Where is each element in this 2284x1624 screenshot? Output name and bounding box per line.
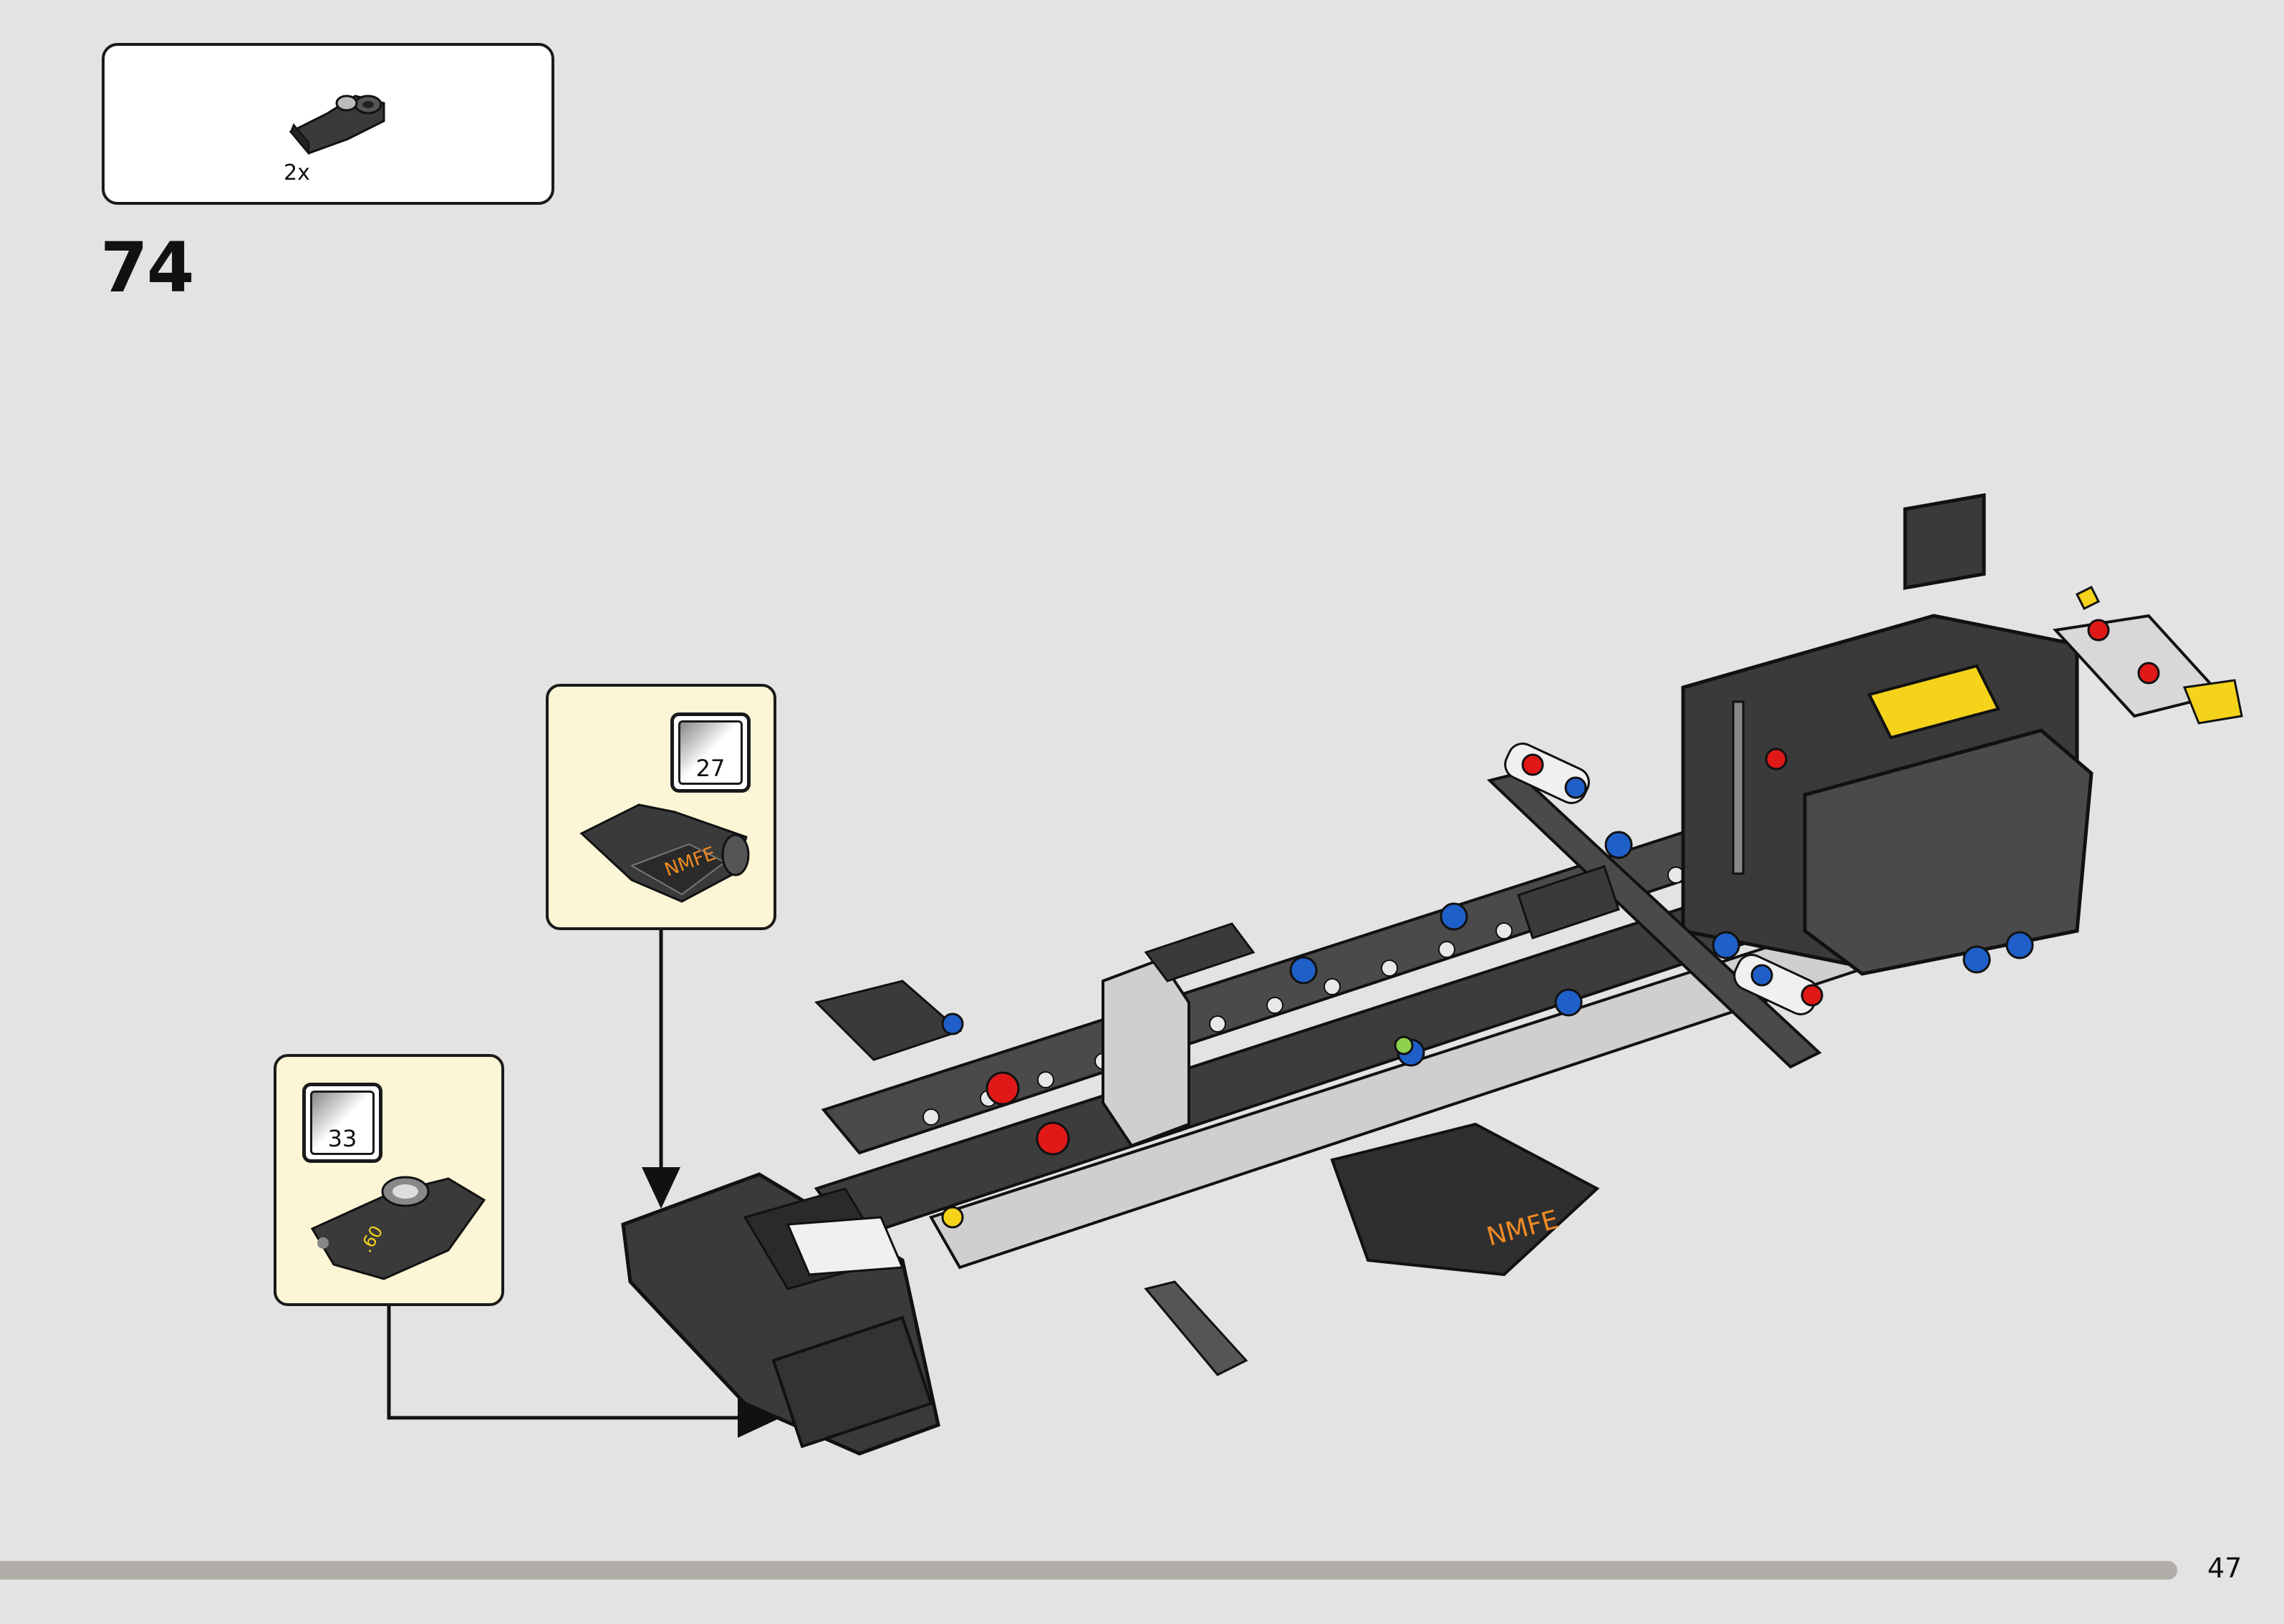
- arrow-callout-27: [642, 930, 680, 1209]
- sticker-number: 27: [695, 755, 726, 782]
- step-number: 74: [100, 228, 195, 308]
- parts-list-box: 2x: [102, 43, 554, 205]
- arrow-callout-33: [387, 1306, 781, 1438]
- progress-bar: [0, 1561, 2177, 1580]
- sticker-callout-33: 33 .60: [274, 1054, 504, 1306]
- part-quantity: 2x: [284, 160, 310, 185]
- sticker-badge: 27: [670, 712, 751, 793]
- technic-connector-part-icon: [289, 95, 385, 155]
- sticker-badge: 33: [302, 1083, 382, 1163]
- sticker-number: 33: [327, 1125, 357, 1152]
- panel-with-sticker-image: NMFE: [579, 803, 750, 903]
- chassis-model: NMFE: [621, 493, 2243, 1456]
- panel-with-sticker-image: .60: [310, 1176, 486, 1280]
- page-number: 47: [2207, 1552, 2242, 1584]
- sticker-callout-27: 27 NMFE: [546, 684, 776, 930]
